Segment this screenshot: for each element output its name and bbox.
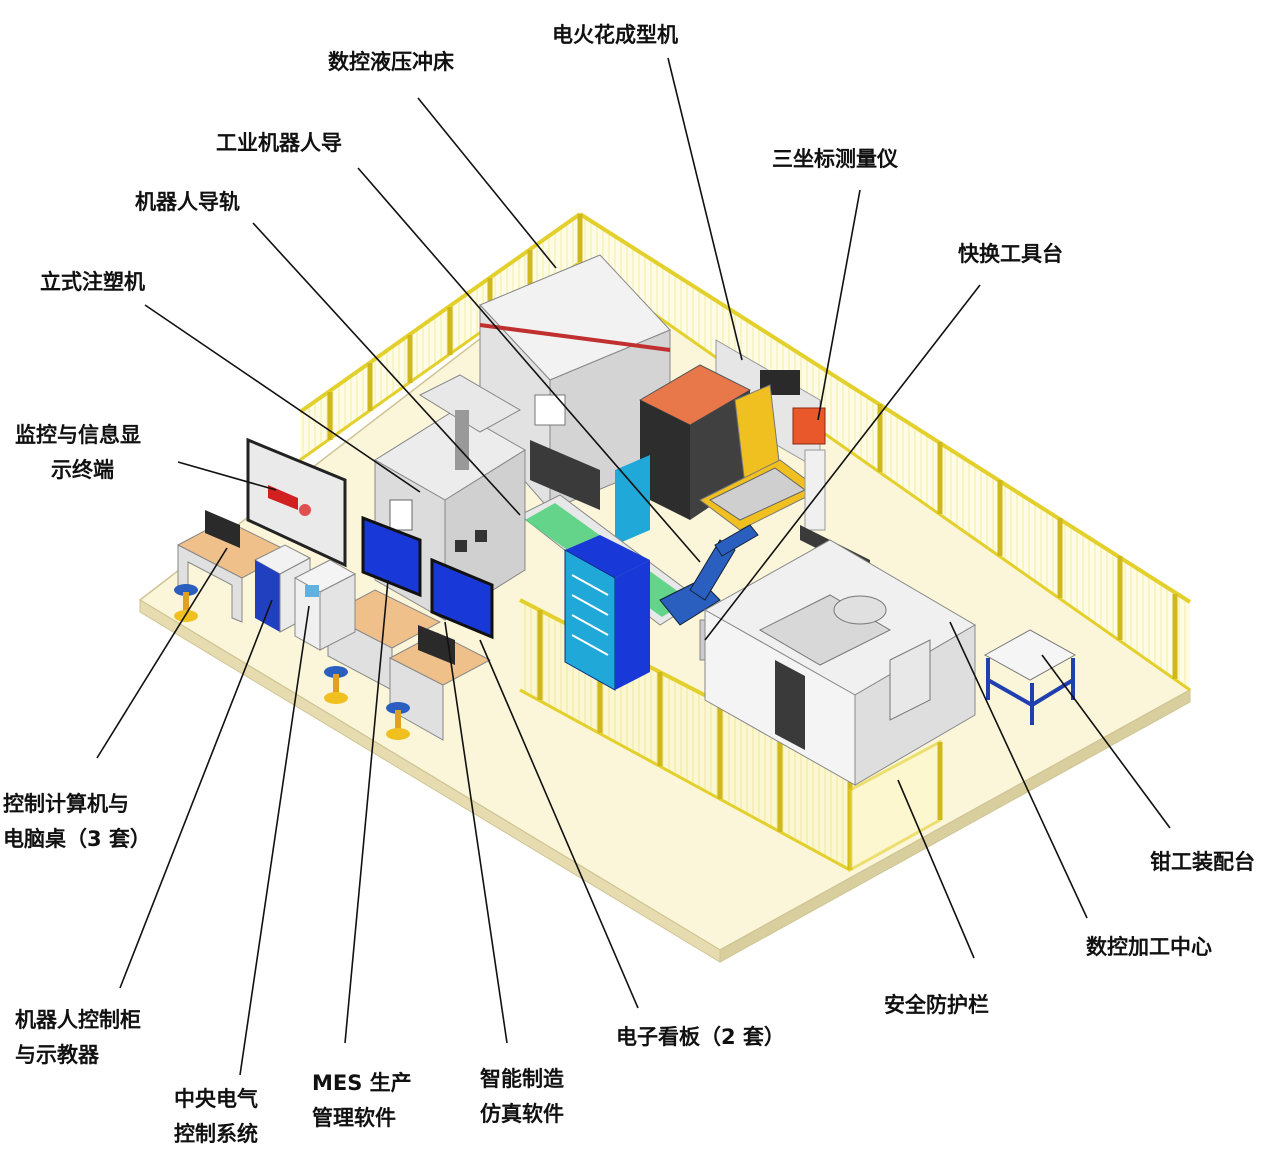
label-kanban-text: 电子看板（2 套） [616, 1025, 785, 1049]
stools [174, 584, 410, 740]
label-robot-cab-line2: 与示教器 [15, 1043, 99, 1067]
label-robot-guide-text: 工业机器人导 [216, 131, 342, 155]
leader-cnc [949, 621, 1088, 919]
info-display [246, 437, 347, 568]
kanban-cabinet [564, 535, 650, 691]
leader-kanban [479, 639, 639, 1009]
label-cnc-center: 数控加工中心 [1086, 930, 1212, 965]
label-central-line1: 中央电气 [174, 1087, 258, 1111]
leader-tool-changer [704, 284, 981, 641]
cnc-machining-center [703, 539, 976, 786]
label-press-text: 数控液压冲床 [328, 50, 454, 74]
label-robot-cabinet: 机器人控制柜 与示教器 [15, 1003, 141, 1073]
label-robot-guide: 工业机器人导 [216, 126, 342, 161]
leader-lines [96, 57, 1171, 1076]
label-kanban: 电子看板（2 套） [616, 1020, 785, 1055]
label-cmm: 三坐标测量仪 [772, 142, 898, 177]
label-monitor-line2: 示终端 [51, 458, 114, 482]
leader-sim [444, 621, 508, 1044]
leader-central [239, 605, 310, 1076]
label-central-line2: 控制系统 [174, 1122, 258, 1146]
leader-robot-cab [119, 599, 273, 989]
label-injection-machine: 立式注塑机 [40, 265, 145, 300]
label-edm-machine: 电火花成型机 [552, 18, 678, 53]
leader-robot-guide [357, 167, 701, 563]
industrial-robot [659, 524, 759, 626]
label-bench-text: 钳工装配台 [1150, 850, 1255, 874]
label-punch-press: 数控液压冲床 [328, 45, 454, 80]
leader-monitor [177, 461, 277, 491]
label-safety-fence: 安全防护栏 [884, 988, 989, 1023]
label-cnc-text: 数控加工中心 [1086, 935, 1212, 959]
label-central-control: 中央电气 控制系统 [174, 1082, 258, 1152]
label-pc-desk-line1: 控制计算机与 [3, 792, 129, 816]
leader-cmm [817, 189, 861, 421]
leader-mes [344, 579, 389, 1044]
label-cmm-text: 三坐标测量仪 [772, 147, 898, 171]
label-simulation-software: 智能制造 仿真软件 [480, 1062, 564, 1132]
label-info-display: 监控与信息显 示终端 [15, 418, 141, 488]
label-sim-line1: 智能制造 [480, 1067, 564, 1091]
label-sim-line2: 仿真软件 [480, 1102, 564, 1126]
edm-body [615, 364, 821, 545]
label-robot-rail: 机器人导轨 [135, 185, 240, 220]
leader-robot-rail [252, 222, 521, 516]
label-mes-line2: 管理软件 [312, 1106, 396, 1130]
label-mes-line1: MES 生产 [312, 1071, 412, 1095]
label-robot-rail-text: 机器人导轨 [135, 190, 240, 214]
leader-press [417, 97, 557, 269]
label-tool-changer: 快换工具台 [958, 237, 1063, 272]
label-monitor-line1: 监控与信息显 [15, 423, 141, 447]
fitter-bench [983, 629, 1077, 725]
leader-edm [667, 57, 743, 361]
label-fitter-bench: 钳工装配台 [1150, 845, 1255, 880]
leader-pc-desk [96, 547, 228, 759]
label-edm-text: 电火花成型机 [552, 23, 678, 47]
label-mes-software: MES 生产 管理软件 [312, 1066, 412, 1136]
label-tool-changer-text: 快换工具台 [958, 242, 1063, 266]
leader-injection [144, 304, 421, 493]
kanban-screens [361, 515, 494, 640]
label-pc-desk-line2: 电脑桌（3 套） [3, 827, 151, 851]
leader-fence [897, 779, 975, 959]
label-fence-text: 安全防护栏 [884, 993, 989, 1017]
label-pc-desk: 控制计算机与 电脑桌（3 套） [3, 787, 151, 857]
label-robot-cab-line1: 机器人控制柜 [15, 1008, 141, 1032]
label-injection-text: 立式注塑机 [40, 270, 145, 294]
leader-bench [1041, 654, 1171, 829]
